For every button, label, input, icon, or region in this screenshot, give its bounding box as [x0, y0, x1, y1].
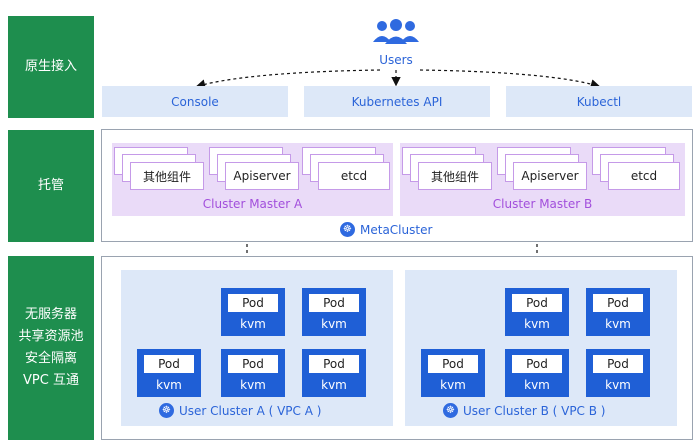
users-label: Users [379, 53, 413, 67]
pod-name: Pod [428, 355, 478, 373]
pod-name: Pod [228, 355, 278, 373]
pod: Pod kvm [221, 349, 285, 397]
access-kubernetes-api-label: Kubernetes API [351, 94, 443, 109]
pod: Pod kvm [302, 349, 366, 397]
access-console: Console [102, 86, 288, 117]
component-label: Apiserver [521, 169, 579, 183]
arrow-to-console [195, 69, 381, 89]
pod-runtime: kvm [240, 317, 266, 331]
cluster-master-b: 其他组件 Apiserver etcd Cluster Master B [400, 143, 685, 216]
serverless-line-2: 共享资源池 [18, 329, 84, 344]
pod-name: Pod [228, 294, 278, 312]
pod: Pod kvm [421, 349, 485, 397]
user-cluster-a: Pod kvm Pod kvm Pod kvm Pod kvm Pod kvm … [121, 270, 393, 426]
component-label: Apiserver [233, 169, 291, 183]
row-label-serverless: 无服务器 共享资源池 安全隔离 VPC 互通 [8, 256, 94, 440]
pod: Pod kvm [586, 349, 650, 397]
component-label: 其他组件 [142, 169, 191, 184]
user-cluster-b-label-text: User Cluster B ( VPC B ) [463, 403, 606, 418]
pod-runtime: kvm [524, 317, 550, 331]
serverless-line-1: 无服务器 [24, 307, 77, 322]
component-label: etcd [340, 169, 368, 183]
user-cluster-a-label: ☸ User Cluster A ( VPC A ) [159, 403, 321, 418]
row-label-hosted: 托管 [8, 130, 94, 242]
pod-runtime: kvm [321, 378, 347, 392]
row-label-native-access-text: 原生接入 [24, 59, 77, 74]
pod-runtime: kvm [321, 317, 347, 331]
kubernetes-icon: ☸ [340, 222, 355, 237]
pod-name: Pod [593, 294, 643, 312]
master-a-label: Cluster Master A [202, 197, 303, 211]
access-kubectl-label: Kubectl [576, 94, 622, 109]
kubernetes-icon: ☸ [159, 403, 174, 418]
pod: Pod kvm [137, 349, 201, 397]
pod-runtime: kvm [605, 378, 631, 392]
pod-runtime: kvm [240, 378, 266, 392]
kubernetes-icon: ☸ [443, 403, 458, 418]
row-label-hosted-text: 托管 [37, 178, 64, 193]
component-etcd: etcd [318, 162, 390, 190]
pod-runtime: kvm [524, 378, 550, 392]
arrow-to-kubectl [419, 69, 601, 89]
access-kubectl: Kubectl [506, 86, 692, 117]
pod-name: Pod [144, 355, 194, 373]
access-console-label: Console [171, 94, 219, 109]
metacluster-label: ☸ MetaCluster [340, 222, 432, 237]
component-label: 其他组件 [430, 169, 479, 184]
row-label-native-access: 原生接入 [8, 16, 94, 118]
pod: Pod kvm [505, 288, 569, 336]
component-label: etcd [630, 169, 658, 183]
metacluster-label-text: MetaCluster [360, 222, 433, 237]
access-kubernetes-api: Kubernetes API [304, 86, 490, 117]
pod-runtime: kvm [440, 378, 466, 392]
component-apiserver: Apiserver [513, 162, 587, 190]
user-cluster-b-label: ☸ User Cluster B ( VPC B ) [443, 403, 605, 418]
pod: Pod kvm [586, 288, 650, 336]
pod-name: Pod [593, 355, 643, 373]
master-b-label: Cluster Master B [492, 197, 593, 211]
pod-runtime: kvm [605, 317, 631, 331]
pod-name: Pod [309, 294, 359, 312]
serverless-line-3: 安全隔离 [24, 351, 77, 366]
pod: Pod kvm [505, 349, 569, 397]
pod-runtime: kvm [156, 378, 182, 392]
cluster-master-a: 其他组件 Apiserver etcd Cluster Master A [112, 143, 393, 216]
pod: Pod kvm [302, 288, 366, 336]
component-other: 其他组件 [418, 162, 492, 190]
pod-name: Pod [512, 294, 562, 312]
pod-name: Pod [512, 355, 562, 373]
component-apiserver: Apiserver [225, 162, 299, 190]
user-cluster-b: Pod kvm Pod kvm Pod kvm Pod kvm Pod kvm … [405, 270, 677, 426]
serverless-line-4: VPC 互通 [23, 373, 79, 388]
component-other: 其他组件 [130, 162, 204, 190]
pod-name: Pod [309, 355, 359, 373]
component-etcd: etcd [608, 162, 680, 190]
user-cluster-a-label-text: User Cluster A ( VPC A ) [179, 403, 322, 418]
pod: Pod kvm [221, 288, 285, 336]
users-icon [370, 16, 422, 52]
